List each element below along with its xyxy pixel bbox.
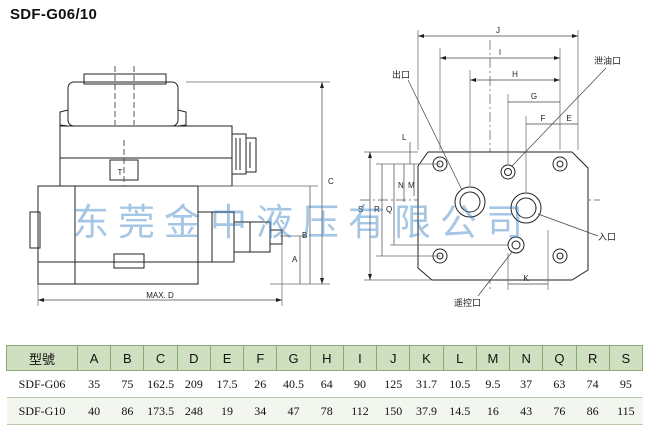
- header-cell: 型號: [6, 345, 78, 371]
- table-row: SDF-G06 35 75 162.5 209 17.5 26 40.5 64 …: [6, 370, 643, 398]
- table-cell: 112: [343, 397, 377, 425]
- table-cell: 43: [509, 397, 543, 425]
- table-cell: 86: [576, 397, 610, 425]
- table-cell: 248: [177, 397, 211, 425]
- spec-table: 型號 A B C D E F G H I J K L M N Q R S SDF…: [6, 345, 644, 425]
- table-cell: 74: [576, 370, 610, 398]
- dim-label-g: G: [531, 92, 537, 101]
- dim-label-max-d: MAX. D: [146, 291, 174, 300]
- dim-label-b: B: [302, 231, 307, 240]
- label-pilot: 遥控口: [454, 297, 481, 309]
- table-cell: 37.9: [409, 397, 444, 425]
- table-cell: 75: [110, 370, 144, 398]
- table-cell: 90: [343, 370, 377, 398]
- header-cell: I: [342, 345, 378, 371]
- model-title: SDF-G06/10: [10, 6, 98, 23]
- table-cell: 64: [310, 370, 344, 398]
- table-cell: 86: [110, 397, 144, 425]
- table-cell: 150: [376, 397, 410, 425]
- table-cell: 63: [542, 370, 577, 398]
- header-cell: R: [575, 345, 610, 371]
- table-cell: SDF-G06: [6, 370, 78, 398]
- dim-label-s: S: [358, 205, 363, 214]
- header-cell: J: [376, 345, 411, 371]
- label-inlet: 入口: [598, 232, 616, 243]
- table-cell: 95: [609, 370, 643, 398]
- header-cell: G: [276, 345, 311, 371]
- table-cell: 34: [243, 397, 277, 425]
- header-cell: B: [110, 345, 145, 371]
- dim-label-l: L: [402, 133, 407, 142]
- header-cell: A: [76, 345, 112, 371]
- label-outlet: 出口: [392, 69, 410, 81]
- dim-label-c: C: [328, 177, 334, 186]
- valve-drawing: T C B A MAX. D J I H G F E L N M Q R S K…: [29, 26, 621, 309]
- dim-label-f: F: [541, 114, 546, 123]
- dim-label-a: A: [292, 255, 298, 264]
- t-mark: T: [118, 168, 123, 177]
- table-cell: 35: [77, 370, 111, 398]
- dim-label-r: R: [374, 205, 380, 214]
- table-cell: 76: [542, 397, 577, 425]
- table-cell: 19: [210, 397, 244, 425]
- table-cell: 10.5: [443, 370, 477, 398]
- dim-label-j: J: [496, 26, 500, 35]
- table-cell: 14.5: [443, 397, 477, 425]
- dim-label-m: M: [408, 181, 415, 190]
- header-cell: Q: [542, 345, 577, 371]
- table-cell: 162.5: [143, 370, 178, 398]
- table-cell: 47: [276, 397, 311, 425]
- header-cell: M: [475, 345, 511, 371]
- dim-label-k: K: [523, 274, 529, 283]
- header-cell: F: [243, 345, 278, 371]
- table-cell: 40: [77, 397, 111, 425]
- table-cell: 209: [177, 370, 211, 398]
- header-cell: H: [309, 345, 344, 371]
- table-cell: 17.5: [210, 370, 244, 398]
- table-cell: 26: [243, 370, 277, 398]
- table-cell: 173.5: [143, 397, 178, 425]
- spec-header-row: 型號 A B C D E F G H I J K L M N Q R S: [6, 345, 644, 371]
- dim-label-i: I: [499, 48, 501, 57]
- table-row: SDF-G10 40 86 173.5 248 19 34 47 78 112 …: [6, 397, 643, 425]
- label-drain: 泄油口: [594, 55, 621, 67]
- header-cell: S: [608, 345, 644, 371]
- header-cell: E: [209, 345, 245, 371]
- header-cell: D: [176, 345, 211, 371]
- dim-label-n: N: [398, 181, 404, 190]
- table-cell: 31.7: [409, 370, 444, 398]
- table-cell: 9.5: [476, 370, 510, 398]
- header-cell: N: [509, 345, 544, 371]
- table-cell: 78: [310, 397, 344, 425]
- table-cell: 115: [609, 397, 643, 425]
- header-cell: L: [442, 345, 477, 371]
- table-cell: 40.5: [276, 370, 311, 398]
- table-cell: 16: [476, 397, 510, 425]
- table-cell: 37: [509, 370, 543, 398]
- dim-label-h: H: [512, 70, 518, 79]
- table-cell: 125: [376, 370, 410, 398]
- header-cell: K: [409, 345, 444, 371]
- dim-label-e: E: [566, 114, 571, 123]
- table-cell: SDF-G10: [6, 397, 78, 425]
- header-cell: C: [143, 345, 178, 371]
- dim-label-q: Q: [386, 205, 392, 214]
